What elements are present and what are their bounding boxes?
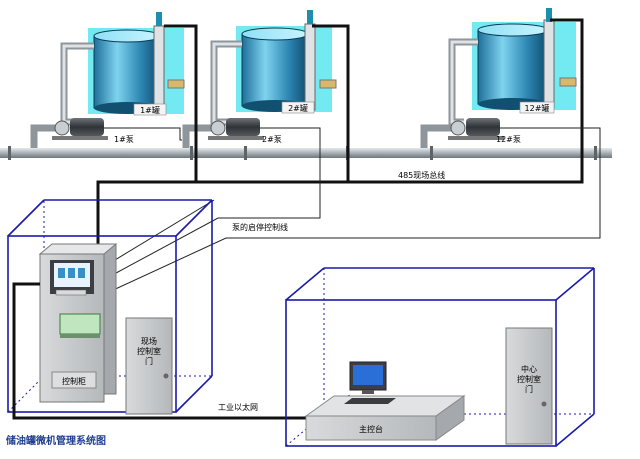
cabinet-top bbox=[38, 243, 118, 255]
central-room-door[interactable]: 中心 控制室 门 bbox=[505, 327, 553, 445]
tank-2-column bbox=[304, 23, 316, 111]
cabinet-keyboard bbox=[55, 289, 87, 296]
cabinet-monitor-tank-c bbox=[78, 268, 85, 278]
pump-2-base bbox=[208, 136, 264, 140]
tank-unit-2: 2#罐 bbox=[236, 10, 337, 114]
tank-12-top bbox=[477, 23, 549, 37]
tank-2-meter bbox=[307, 10, 313, 24]
main-header-pipe bbox=[0, 148, 612, 158]
tank-2-valve bbox=[319, 79, 337, 89]
drop-pipe-12 bbox=[420, 124, 452, 152]
pump-1-head bbox=[54, 120, 70, 136]
central-room-front bbox=[285, 299, 557, 447]
cabinet-label-plate bbox=[51, 371, 97, 389]
tank-12-valve bbox=[559, 77, 577, 87]
tank-12-body bbox=[477, 29, 549, 105]
pump-12-motor bbox=[466, 118, 500, 136]
field-room-door[interactable]: 现场 控制室 门 bbox=[125, 317, 173, 415]
pump-2-motor bbox=[226, 118, 260, 136]
computer-keyboard[interactable] bbox=[344, 398, 396, 404]
field-door-label-2: 控制室 bbox=[137, 346, 161, 356]
cabinet-monitor-tank-b bbox=[68, 268, 75, 278]
cabinet-side bbox=[103, 243, 117, 395]
console-side bbox=[435, 395, 465, 441]
tank-1-body bbox=[93, 35, 161, 109]
pump-unit-1: 1#泵 bbox=[52, 118, 134, 144]
field-door-panel[interactable] bbox=[125, 317, 173, 415]
tank-unit-12: 12#罐 bbox=[472, 8, 577, 114]
tank-12-column bbox=[543, 19, 555, 109]
tank-1-meter bbox=[156, 12, 162, 26]
cabinet-label: 控制柜 bbox=[62, 376, 86, 386]
console-label: 主控台 bbox=[359, 424, 383, 434]
control-cabinet: 控制柜 bbox=[38, 243, 118, 403]
tank-1-column bbox=[153, 25, 165, 113]
cabinet-io-module bbox=[59, 313, 101, 335]
main-console: 主控台 bbox=[304, 395, 466, 441]
pump-1-base bbox=[52, 136, 108, 140]
tank-1-valve bbox=[167, 79, 185, 89]
computer-screen[interactable] bbox=[353, 365, 383, 385]
field-bus-label: 485现场总线 bbox=[398, 170, 445, 180]
field-door-label-1: 现场 bbox=[141, 337, 157, 346]
tank-2-label-plate bbox=[281, 101, 315, 114]
pump-12-head bbox=[450, 120, 466, 136]
tank-1-label: 1#罐 bbox=[140, 105, 160, 115]
field-door-label-3: 门 bbox=[145, 356, 153, 366]
central-door-knob[interactable] bbox=[541, 401, 547, 407]
computer-stand bbox=[362, 390, 374, 394]
central-door-label-3: 门 bbox=[525, 384, 533, 394]
tank-1-top bbox=[93, 29, 161, 43]
field-room-front bbox=[7, 235, 177, 413]
pump-12-base bbox=[448, 136, 504, 140]
tank-1-label-plate bbox=[133, 103, 167, 116]
cabinet-io-rail bbox=[60, 334, 100, 338]
central-door-label-2: 控制室 bbox=[517, 374, 541, 384]
field-door-knob[interactable] bbox=[163, 373, 169, 379]
tank-12-label-plate bbox=[519, 101, 555, 114]
central-door-panel[interactable] bbox=[505, 327, 553, 445]
tank-12-label: 12#罐 bbox=[525, 103, 550, 113]
pump-2-label: 2#泵 bbox=[262, 135, 282, 144]
pump-2-head bbox=[210, 120, 226, 136]
ethernet-label: 工业以太网 bbox=[218, 402, 258, 412]
pump-control-label: 泵的启停控制线 bbox=[232, 222, 288, 232]
pump-1-label: 1#泵 bbox=[114, 135, 134, 144]
drop-pipe-2 bbox=[182, 124, 214, 152]
pump-unit-12: 12#泵 bbox=[448, 118, 521, 144]
tank-12-meter bbox=[546, 8, 552, 22]
pump-1-motor bbox=[70, 118, 104, 136]
field-bus-485 bbox=[96, 18, 584, 268]
central-door-label-1: 中心 bbox=[521, 364, 537, 374]
tank-2-top bbox=[241, 27, 309, 41]
tank-unit-1: 1#罐 bbox=[88, 12, 185, 116]
pump-unit-2: 2#泵 bbox=[208, 118, 282, 144]
tank-2-body bbox=[241, 33, 309, 107]
diagram-caption: 储油罐微机管理系统图 bbox=[5, 434, 106, 447]
tank-2-label: 2#罐 bbox=[288, 103, 308, 113]
cabinet-monitor-tank-a bbox=[58, 268, 65, 278]
pump-12-label: 12#泵 bbox=[496, 135, 521, 144]
console-computer[interactable] bbox=[344, 361, 396, 404]
